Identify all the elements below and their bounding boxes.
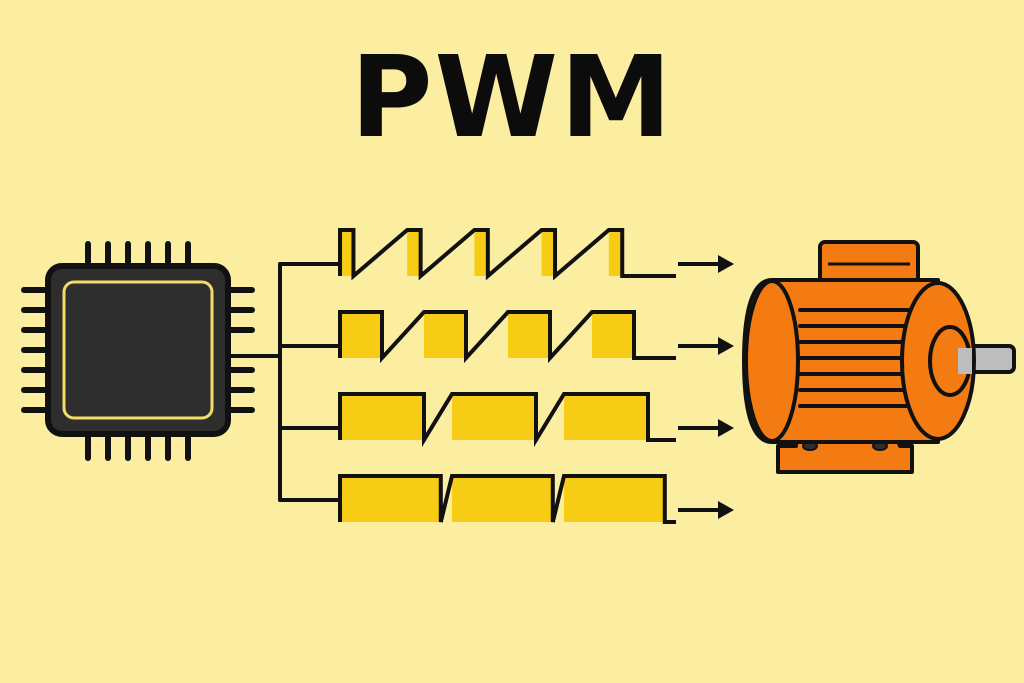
pwm-pulse — [407, 230, 421, 276]
pwm-pulse — [541, 230, 556, 276]
pwm-waveform-line — [338, 310, 676, 364]
pwm-pulse — [508, 312, 550, 358]
chip-pins — [21, 241, 255, 461]
pwm-waveform-line — [338, 228, 676, 281]
pwm-waveforms — [338, 228, 734, 524]
pwm-pulse — [564, 476, 665, 522]
pwm-waveform-line — [338, 392, 676, 448]
pwm-pulse — [340, 476, 441, 522]
pwm-pulse — [592, 312, 634, 358]
pwm-pulse — [474, 230, 488, 276]
arrow-head-icon — [718, 419, 734, 437]
pwm-pulse — [340, 230, 354, 276]
pwm-pulse — [340, 312, 382, 358]
page-title: PWM — [350, 33, 674, 163]
motor-back-cap — [744, 279, 800, 443]
pwm-pulse — [340, 394, 424, 440]
pwm-pulse — [452, 394, 536, 440]
pwm-pulse — [424, 312, 466, 358]
pwm-signal-3 — [338, 392, 734, 448]
pwm-pulse — [452, 476, 553, 522]
pwm-signal-1 — [338, 228, 734, 281]
pwm-signal-2 — [338, 310, 734, 364]
arrow-head-icon — [718, 501, 734, 519]
motor-cooling-fins — [798, 308, 917, 408]
arrow-head-icon — [718, 255, 734, 273]
pwm-waveform-line — [338, 474, 676, 524]
arrow-head-icon — [718, 337, 734, 355]
pwm-pulse — [564, 394, 648, 440]
pwm-pulse — [608, 230, 623, 276]
signal-bus — [226, 262, 342, 502]
microcontroller-chip-icon — [21, 241, 255, 461]
chip-die-outline — [62, 280, 214, 420]
pwm-signal-4 — [338, 474, 734, 524]
electric-motor-icon — [742, 240, 1016, 474]
